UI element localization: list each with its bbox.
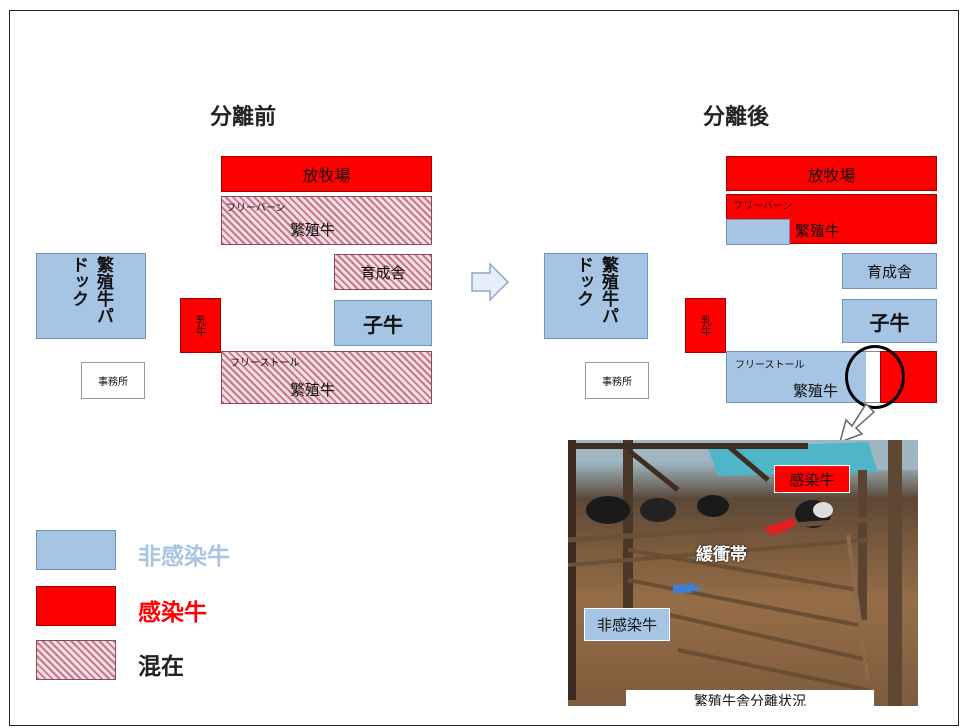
before-freestall-small-label: フリーストール	[230, 358, 300, 369]
after-pasture-label: 放牧場	[807, 165, 856, 185]
before-calf: 子牛	[334, 300, 432, 346]
after-paddock: 繁殖牛パドック	[544, 253, 648, 339]
before-rearing-label: 育成舎	[360, 263, 406, 282]
before-pasture: 放牧場	[221, 156, 432, 192]
before-heading: 分離前	[210, 105, 277, 130]
after-heading: 分離後	[703, 105, 770, 130]
photo-caption: 繁殖牛舎分離状況	[626, 690, 874, 706]
after-freestall-small-label: フリーストール	[735, 360, 805, 371]
before-office-label: 事務所	[98, 377, 128, 388]
photo-caption-text: 繁殖牛舎分離状況	[694, 694, 806, 706]
after-freebarn-cattle-label: 繁殖牛	[795, 222, 841, 240]
before-freebarn: フリーバーン 繁殖牛	[221, 196, 432, 245]
buffer-highlight-circle	[845, 345, 905, 409]
before-rearing: 育成舎	[334, 254, 432, 290]
photo-non-infected-label: 非感染牛	[584, 608, 670, 641]
after-office-label: 事務所	[602, 377, 632, 388]
before-freebarn-cattle-label: 繁殖牛	[290, 221, 336, 239]
right-arrow-icon	[471, 262, 510, 302]
barn-photo: 感染牛 緩衝帯 非感染牛 繁殖牛舎分離状況	[568, 440, 918, 706]
photo-infected-label: 感染牛	[774, 465, 850, 493]
after-rearing: 育成舎	[842, 253, 937, 289]
before-paddock-label: 繁殖牛パドック	[68, 256, 113, 324]
photo-buffer-label: 緩衝帯	[696, 545, 747, 565]
figure-frame	[9, 10, 959, 726]
before-paddock: 繁殖牛パドック	[36, 253, 146, 339]
down-arrow-icon	[838, 402, 876, 444]
after-calf-label: 子牛	[869, 310, 910, 335]
before-dairy-label: 乳牛	[194, 314, 208, 337]
after-pasture: 放牧場	[726, 156, 937, 191]
before-freestall: フリーストール 繁殖牛	[221, 351, 432, 404]
legend-swatch-mixed	[36, 640, 116, 680]
after-paddock-label: 繁殖牛パドック	[573, 256, 618, 324]
legend-label-non-infected: 非感染牛	[138, 544, 230, 570]
after-office: 事務所	[585, 362, 649, 399]
before-calf-label: 子牛	[363, 312, 403, 337]
before-office: 事務所	[81, 362, 145, 399]
legend-label-mixed: 混在	[138, 654, 184, 680]
after-freebarn-small-label: フリーバーン	[733, 201, 793, 212]
after-dairy: 乳牛	[685, 298, 726, 353]
legend-swatch-non-infected	[36, 530, 116, 570]
legend-swatch-infected	[36, 586, 116, 626]
after-dairy-label: 乳牛	[699, 314, 713, 337]
after-rearing-label: 育成舎	[866, 262, 912, 281]
after-freestall-cattle-label: 繁殖牛	[793, 382, 839, 400]
photo-infected-text: 感染牛	[789, 470, 835, 489]
before-freebarn-small-label: フリーバーン	[226, 203, 286, 214]
after-freebarn: フリーバーン 繁殖牛	[726, 194, 937, 245]
after-freebarn-noninfected-section	[726, 219, 790, 245]
photo-non-infected-text: 非感染牛	[596, 616, 657, 634]
after-calf: 子牛	[842, 299, 937, 343]
before-pasture-label: 放牧場	[302, 166, 351, 185]
legend-label-infected: 感染牛	[138, 600, 207, 626]
barn-structure	[568, 440, 918, 706]
before-dairy: 乳牛	[180, 298, 221, 353]
before-freestall-cattle-label: 繁殖牛	[290, 381, 336, 399]
